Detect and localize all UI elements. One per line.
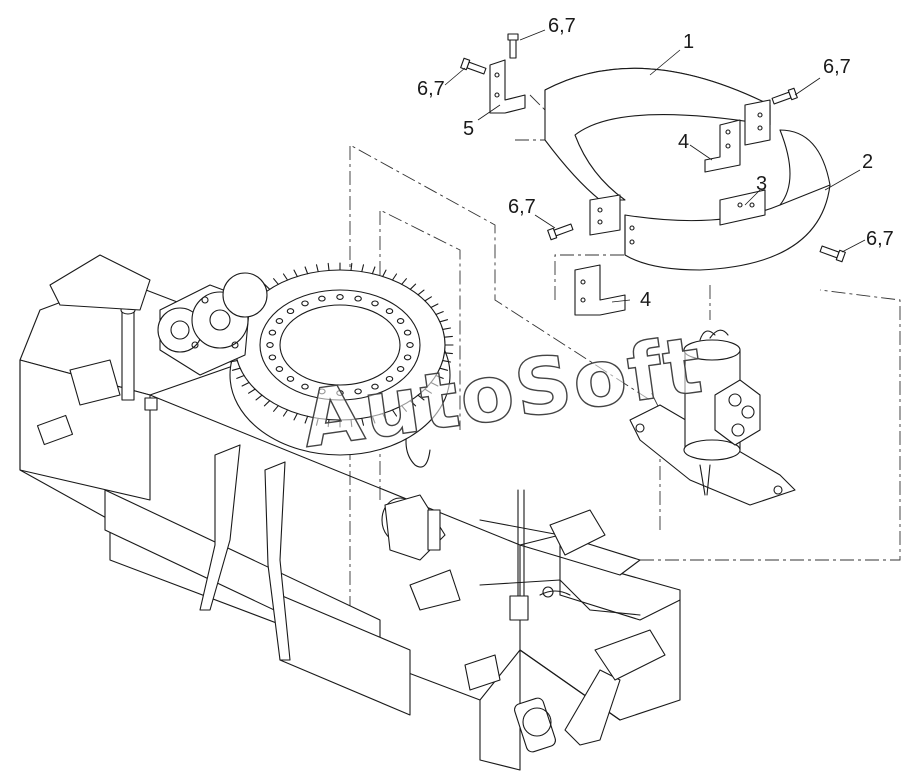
ring-bolt-hole — [406, 342, 414, 348]
slewing-ring — [226, 262, 454, 456]
rotary-joint — [629, 329, 796, 506]
ring-bolt-hole — [266, 342, 274, 348]
ring-bolt-hole — [385, 308, 394, 315]
gear-tooth — [282, 273, 289, 281]
ring-bolt-hole — [354, 388, 362, 395]
gear-tooth — [255, 394, 263, 401]
bolts — [460, 33, 846, 263]
brackets — [489, 59, 766, 316]
gear-tooth — [409, 283, 417, 290]
ring-bolt-hole — [286, 308, 295, 315]
ring-bolt-hole — [286, 375, 295, 382]
callout-2: 2 — [862, 151, 873, 173]
ring-bolt-hole — [301, 300, 309, 307]
gear-tooth — [371, 415, 376, 424]
callout-6-7-bottom: 6,7 — [866, 228, 894, 250]
gear-tooth — [282, 409, 289, 417]
ring-bolt-hole — [275, 318, 284, 324]
ring-bolt-hole — [396, 366, 405, 372]
gear-tooth — [382, 412, 387, 421]
gear-tooth — [430, 381, 439, 387]
gear-tooth — [439, 319, 449, 323]
gear-tooth — [409, 400, 417, 407]
gear-tooth — [443, 352, 453, 355]
gear-tooth — [371, 266, 376, 275]
ring-bolt-hole — [354, 295, 362, 302]
ring-bolt-hole — [268, 354, 277, 361]
ring-bolt-hole — [318, 388, 326, 395]
gear-tooth — [443, 335, 453, 338]
ring-bolt-hole — [403, 354, 412, 361]
gear-tooth — [273, 278, 279, 285]
ring-bolt-hole — [301, 383, 309, 390]
gear-tooth — [430, 303, 439, 309]
swing-gearbox — [157, 272, 268, 376]
ring-bolt-hole — [336, 294, 344, 300]
ring-bolt-hole — [403, 329, 412, 336]
ring-bolt-hole — [385, 375, 394, 382]
gear-tooth — [442, 327, 452, 330]
gear-tooth — [327, 419, 330, 428]
leader-lines — [444, 29, 866, 303]
gear-tooth — [273, 405, 279, 412]
gear-tooth — [241, 381, 250, 387]
main-frame — [19, 254, 681, 771]
gear-tooth — [401, 405, 407, 412]
gear-tooth — [315, 417, 319, 426]
gear-tooth — [417, 394, 425, 401]
gear-tooth — [424, 296, 432, 302]
ring-bolt-hole — [371, 383, 379, 390]
gear-tooth — [315, 264, 319, 273]
callout-6-7-top: 6,7 — [548, 15, 576, 37]
callout-4-lower: 4 — [640, 289, 651, 311]
gear-tooth — [435, 374, 444, 379]
ring-bolt-hole — [268, 329, 277, 336]
cover-part-1 — [544, 67, 771, 236]
gear-tooth — [442, 360, 452, 363]
callout-1: 1 — [683, 31, 694, 53]
gear-tooth — [391, 273, 398, 281]
gear-tooth — [350, 262, 353, 271]
callout-5: 5 — [463, 118, 474, 140]
ring-bolt-hole — [318, 295, 326, 302]
callout-6-7-left: 6,7 — [417, 78, 445, 100]
callout-6-7-middle: 6,7 — [508, 196, 536, 218]
gear-tooth — [382, 269, 387, 278]
callout-6-7-right: 6,7 — [823, 56, 851, 78]
callout-3: 3 — [756, 173, 767, 195]
ring-bolt-hole — [336, 390, 344, 396]
gear-tooth — [304, 266, 309, 275]
gear-tooth — [439, 367, 449, 371]
gear-tooth — [293, 412, 298, 421]
gear-tooth — [361, 264, 365, 273]
gear-tooth — [248, 388, 256, 394]
gear-tooth — [304, 415, 309, 424]
gear-tooth — [236, 374, 245, 379]
gear-tooth — [424, 388, 432, 394]
gear-tooth — [401, 278, 407, 285]
gear-tooth — [417, 289, 425, 296]
gear-tooth — [350, 419, 353, 428]
gear-tooth — [263, 400, 271, 407]
ring-bolt-hole — [275, 366, 284, 372]
gear-tooth — [263, 283, 271, 290]
gear-tooth — [361, 417, 365, 426]
gear-tooth — [231, 367, 241, 371]
ring-bolt-hole — [396, 318, 405, 324]
gear-tooth — [293, 269, 298, 278]
callout-4-upper: 4 — [678, 131, 689, 153]
gear-tooth — [327, 262, 330, 271]
gear-tooth — [435, 311, 444, 316]
callout-labels: 1 2 3 4 4 5 6,7 6,7 6,7 6,7 6,7 — [417, 15, 894, 311]
ring-bolt-hole — [371, 300, 379, 307]
gear-tooth — [391, 409, 398, 417]
